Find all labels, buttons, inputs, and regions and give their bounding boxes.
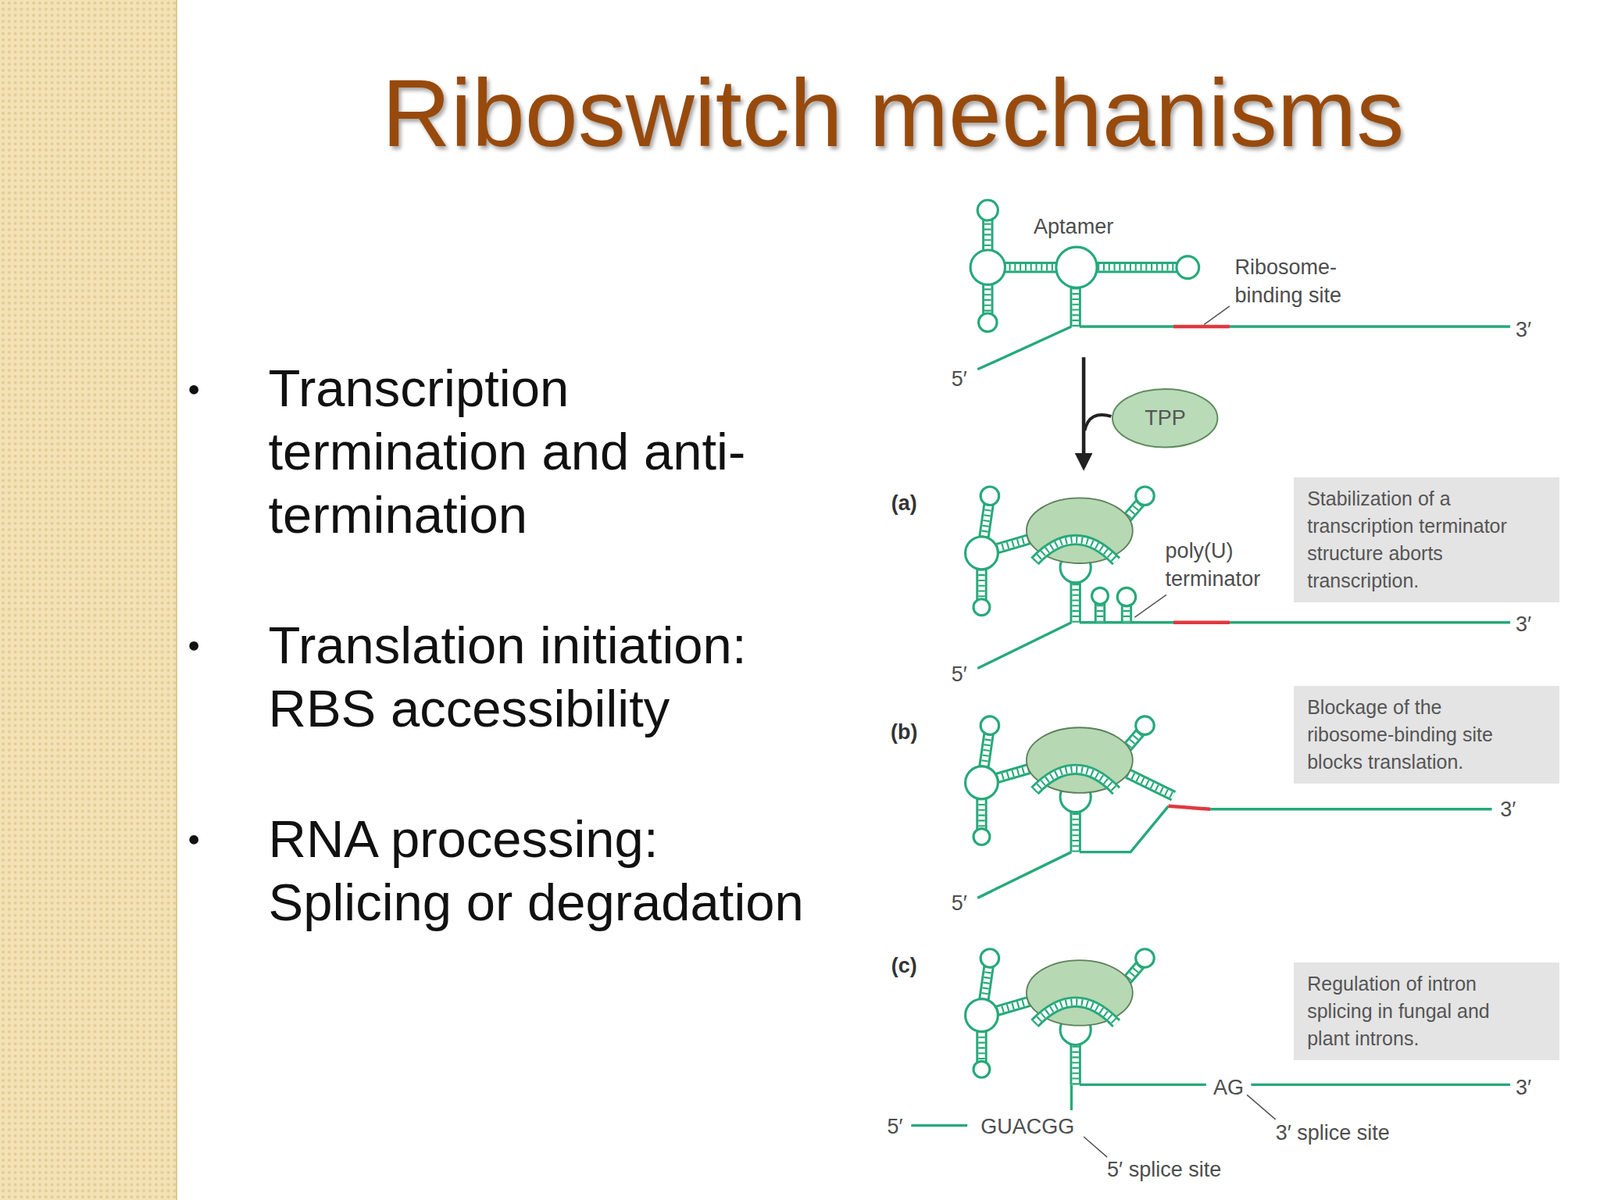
free-aptamer [970,250,1005,285]
slide-margin [0,0,177,1200]
part-label: 3′ splice site [1275,1118,1390,1147]
splicing-panel [1079,1083,1207,1086]
part-label: Ribosome-binding site [1234,253,1364,311]
free-aptamer [970,200,1511,370]
terminator-panel [1092,587,1109,604]
rbs-block-panel [1127,773,1174,797]
rbs-block-panel [1079,806,1169,853]
splicing-panel [910,1124,968,1127]
terminator-panel [977,622,1072,669]
part-label: Aptamer [1033,212,1114,241]
terminator-panel [1096,603,1104,623]
bullet-dot [189,835,199,845]
rbs-block-panel [965,716,1155,853]
bullet-text: RNA processing: Splicing or degradation [268,807,825,934]
terminator-panel [1117,587,1136,607]
note-box: Blockage of the ribosome-binding site bl… [1293,685,1560,784]
terminator-panel [1099,603,1100,623]
sequence-label: AG [1213,1073,1244,1102]
binding-arrow [1082,357,1086,468]
panel-letter: (b) [890,717,918,746]
ligand-name: TPP [1144,406,1186,431]
bullet-text: Transcription termination and anti-termi… [268,356,825,547]
terminator-panel [1173,621,1230,625]
rbs-block-panel [1127,773,1174,797]
panel-letter: (a) [891,489,918,518]
terminator-panel [1134,594,1166,618]
note-box: Regulation of intron splicing in fungal … [1293,962,1560,1061]
end-label: 3′ [1500,795,1516,824]
free-aptamer [978,313,998,333]
slide-title: Riboswitch mechanisms [382,65,1405,161]
end-label: 3′ [1515,315,1532,344]
slide-margin [0,0,177,1200]
part-label: poly(U) terminator [1165,536,1275,594]
free-aptamer [1071,283,1079,327]
rbs-block-panel [1210,807,1492,811]
note-box: Stabilization of a transcription termina… [1293,477,1560,603]
free-aptamer [1203,306,1230,325]
terminator-panel [1079,621,1511,624]
free-aptamer [977,326,1072,370]
panel-letter: (c) [891,950,918,979]
end-label: 5′ [951,889,968,918]
free-aptamer [977,200,998,221]
free-aptamer [1176,256,1200,279]
part-label: 5′ splice site [1107,1155,1222,1184]
bullet-text: Translation initiation: RBS accessibilit… [268,613,825,740]
end-label: 5′ [951,364,968,393]
rbs-block-panel [977,852,1072,899]
free-aptamer [1173,325,1230,329]
rbs-block-panel [1127,773,1174,797]
free-aptamer [1069,283,1081,327]
note-text: Stabilization of a transcription termina… [1307,485,1529,595]
terminator-panel [1094,603,1106,623]
slide-margin [175,0,178,1200]
bullet-dot [189,641,199,651]
splicing-panel [1246,1094,1276,1119]
free-aptamer [1071,283,1079,327]
free-aptamer [1079,325,1511,328]
terminator-panel [1123,605,1130,623]
splicing-panel [1083,1136,1108,1158]
free-aptamer [1075,283,1076,327]
terminator-panel [1096,603,1104,623]
ligand-ellipse: TPP [1110,387,1219,449]
end-label: 3′ [1515,610,1532,639]
splicing-panel [965,949,1155,1086]
rbs-block-panel [1168,806,1211,810]
ellipse-outline [1112,389,1218,447]
rbs-block-panel [1127,773,1174,797]
binding-arrow [1084,414,1111,431]
end-label: 3′ [1515,1073,1532,1102]
splicing-panel [1250,1083,1511,1086]
terminator-panel [1121,605,1133,623]
free-aptamer [1056,246,1097,288]
binding-arrow [1083,357,1111,468]
bullet-dot [189,385,199,845]
sequence-label: GUACGG [980,1112,1075,1141]
note-text: Regulation of intron splicing in fungal … [1307,970,1529,1053]
note-text: Blockage of the ribosome-binding site bl… [1307,693,1529,776]
terminator-panel [1125,605,1127,623]
end-label: 5′ [886,1112,903,1141]
splicing-panel [1070,1084,1073,1111]
terminator-panel [1123,605,1130,623]
terminator-panel [965,486,1155,623]
end-label: 5′ [951,660,968,689]
bullet-dot [189,385,199,395]
